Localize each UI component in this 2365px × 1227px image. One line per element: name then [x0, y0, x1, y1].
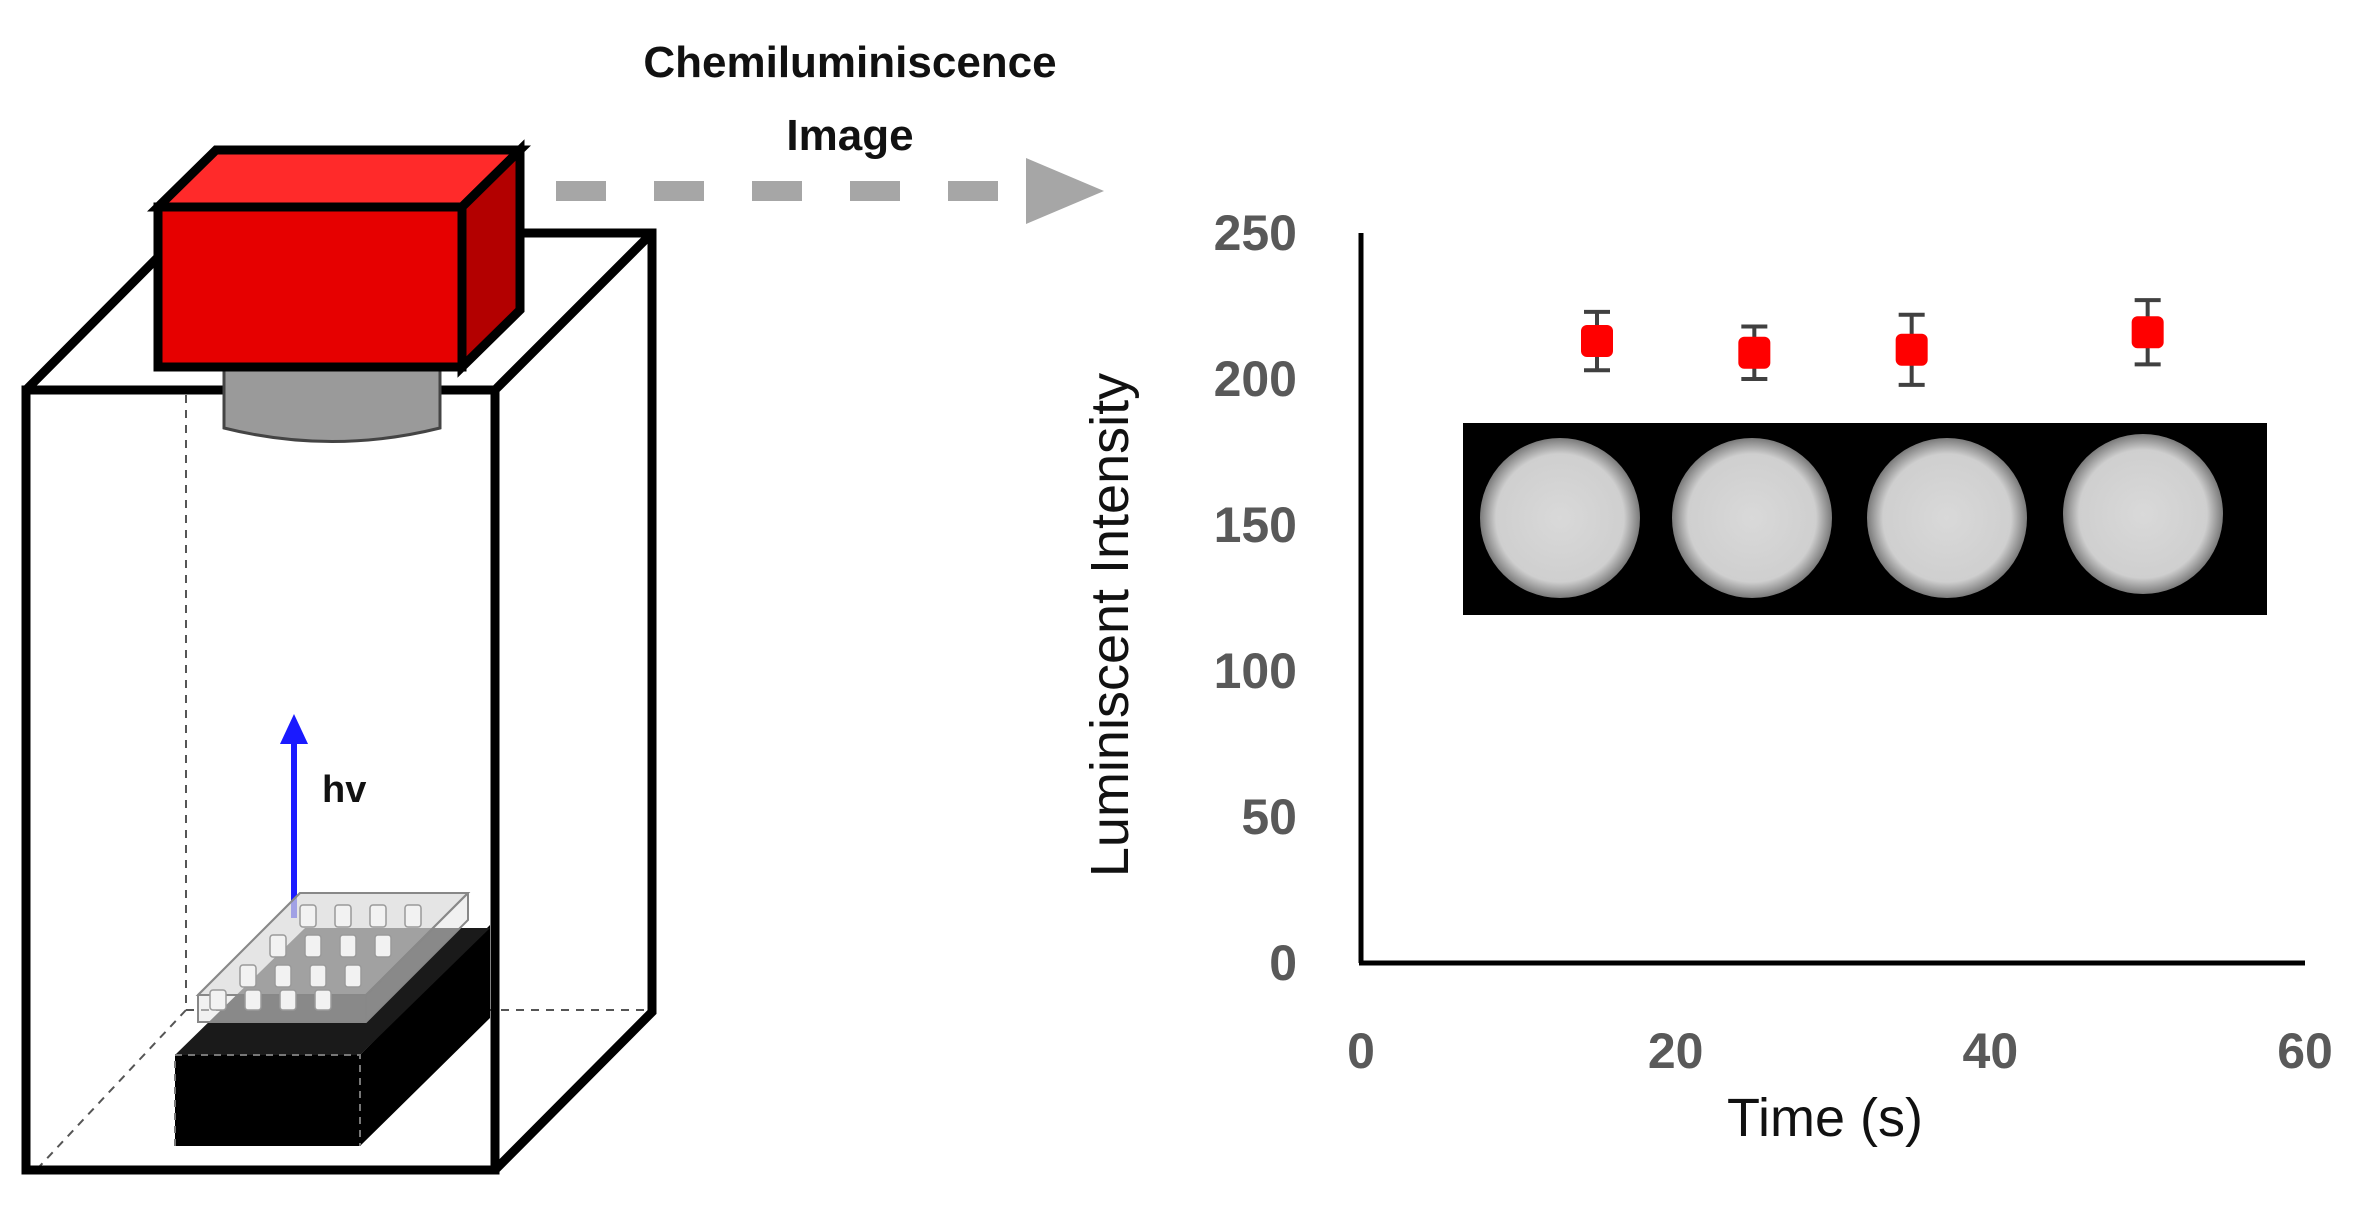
x-tick-label: 0: [1347, 1023, 1375, 1079]
camera-icon: [147, 139, 531, 378]
x-tick-label: 60: [2277, 1023, 2333, 1079]
x-axis-title: Time (s): [1727, 1088, 1923, 1148]
y-tick-labels: 0 50 100 150 200 250: [1214, 205, 1297, 991]
photon-arrow-icon: [280, 714, 308, 918]
dashed-arrow-icon: [556, 158, 1104, 224]
inset-well: [1672, 438, 1832, 598]
photon-label: hv: [322, 769, 366, 811]
axes: [1358, 233, 2305, 966]
data-point: [1895, 312, 1928, 387]
camera-lens: [222, 363, 442, 443]
point-marker: [1581, 325, 1613, 358]
point-marker: [2131, 316, 2164, 349]
y-tick-label: 0: [1269, 935, 1297, 991]
apparatus: hv: [21, 139, 657, 1175]
y-tick-label: 250: [1214, 205, 1297, 261]
microplate-icon: [195, 892, 471, 1023]
x-tick-label: 40: [1963, 1023, 2019, 1079]
y-axis-title: Luminiscent Intensity: [1080, 373, 1140, 877]
data-point: [1581, 309, 1613, 373]
inset-well: [2063, 434, 2223, 594]
inset-well: [1480, 438, 1640, 598]
inset-well: [1867, 438, 2027, 598]
y-tick-label: 150: [1214, 497, 1297, 553]
x-tick-labels: 0 20 40 60: [1347, 1023, 2333, 1079]
plate-wells: [209, 904, 422, 1011]
x-tick-label: 20: [1648, 1023, 1704, 1079]
y-tick-label: 50: [1241, 789, 1297, 845]
data-points: [1581, 298, 2164, 387]
point-marker: [1895, 333, 1928, 366]
chart: 0 50 100 150 200 250 0 20 40 60 Luminiscent Inte…: [1080, 205, 2333, 1148]
caption-line-1: Chemiluminiscence: [643, 38, 1056, 87]
point-marker: [1738, 336, 1771, 369]
caption-line-2: Image: [786, 111, 913, 160]
y-tick-label: 100: [1214, 643, 1297, 699]
data-point: [2131, 298, 2164, 367]
y-tick-label: 200: [1214, 351, 1297, 407]
data-point: [1738, 324, 1771, 381]
chemiluminescence-inset-image: [1463, 423, 2267, 615]
